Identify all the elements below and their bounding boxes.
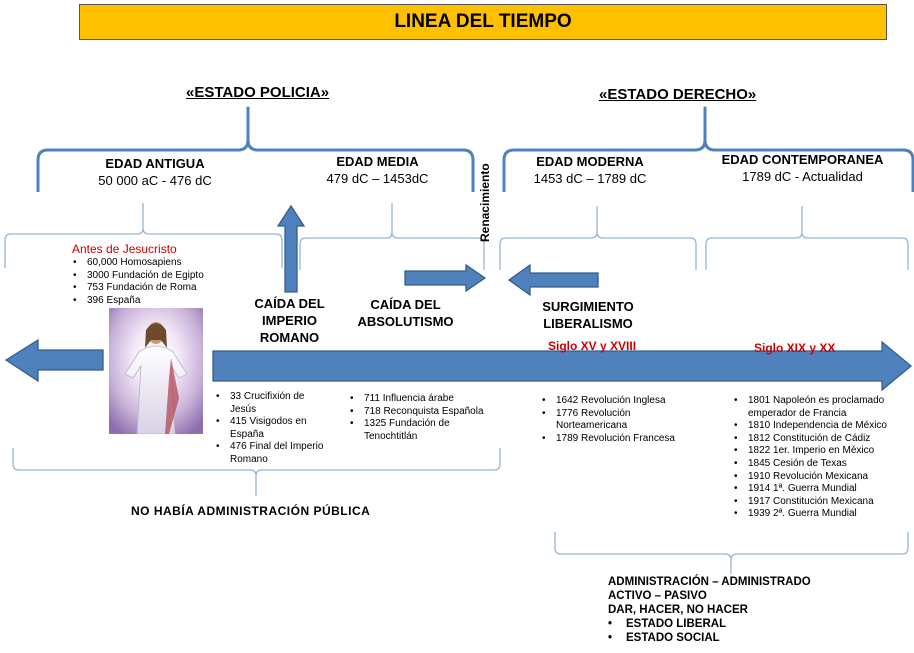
century-xv-xviii: Siglo XV y XVIII: [548, 339, 637, 353]
heading-estado-derecho: «ESTADO DERECHO»: [599, 86, 757, 103]
admin-line: ADMINISTRACIÓN – ADMINISTRADO: [608, 576, 811, 588]
century-xix-xx: Siglo XIX y XX: [754, 341, 836, 355]
brace-bottom-right: [554, 532, 909, 574]
list-item: 1914 1ª. Guerra Mundial: [733, 483, 905, 496]
antes-jesucristo-list: 60,000 Homosapiens 3000 Fundación de Egi…: [72, 257, 252, 307]
arrow-up-caida-imperio: [276, 204, 306, 293]
era-contemporanea-name: EDAD CONTEMPORANEA: [721, 152, 884, 167]
timeline-arrow-right: [212, 340, 913, 392]
list-item: 1325 Fundación de Tenochtitlán: [349, 418, 499, 443]
era-moderna: EDAD MODERNA 1453 dC – 1789 dC: [505, 154, 675, 186]
timeline-arrow-left: [4, 338, 104, 383]
list-item: 33 Crucifixión de Jesús: [215, 391, 333, 416]
administracion-block: ADMINISTRACIÓN – ADMINISTRADO ACTIVO – P…: [608, 575, 838, 645]
event-line: LIBERALISMO: [543, 316, 633, 331]
list-item: 1939 2ª. Guerra Mundial: [733, 508, 905, 521]
arrow-left-surgimiento: [507, 263, 599, 297]
list-item: 753 Fundación de Roma: [72, 282, 252, 295]
event-line: SURGIMIENTO: [542, 299, 634, 314]
list-item: 476 Final del Imperio Romano: [215, 441, 333, 466]
admin-line: DAR, HACER, NO HACER: [608, 604, 748, 616]
antes-jesucristo-block: Antes de Jesucristo 60,000 Homosapiens 3…: [72, 242, 252, 307]
list-item: 3000 Fundación de Egipto: [72, 270, 252, 283]
era-moderna-name: EDAD MODERNA: [536, 154, 644, 169]
renacimiento-label: Renacimiento: [478, 163, 492, 242]
era-media-range: 479 dC – 1453dC: [326, 171, 429, 186]
event-line: CAÍDA DEL: [254, 296, 325, 311]
caida-imperio-romano-label: CAÍDA DEL IMPERIO ROMANO: [247, 295, 332, 346]
list-item: 1801 Napoleón es proclamado emperador de…: [733, 395, 905, 420]
era-moderna-range: 1453 dC – 1789 dC: [533, 171, 647, 186]
heading-estado-policia: «ESTADO POLICIA»: [186, 84, 330, 101]
event-line: IMPERIO: [262, 313, 317, 328]
era-contemporanea-range: 1789 dC - Actualidad: [742, 169, 863, 184]
jesus-image: [109, 308, 203, 434]
list-item: 1812 Constitución de Cádiz: [733, 433, 905, 446]
admin-bullet: ESTADO LIBERAL: [608, 617, 838, 631]
page-title: LINEA DEL TIEMPO: [79, 4, 887, 40]
caida-absolutismo-label: CAÍDA DEL ABSOLUTISMO: [348, 296, 463, 330]
era-antigua-name: EDAD ANTIGUA: [105, 156, 205, 171]
brace-edad-contemporanea: [705, 206, 909, 270]
surgimiento-liberalismo-label: SURGIMIENTO LIBERALISMO: [533, 298, 643, 332]
list-item: 1822 1er. Imperio en México: [733, 445, 905, 458]
era-antigua-range: 50 000 aC - 476 dC: [98, 173, 212, 188]
era-media-name: EDAD MEDIA: [336, 154, 419, 169]
event-line: ABSOLUTISMO: [357, 314, 454, 329]
events-contemporanea-list: 1801 Napoleón es proclamado emperador de…: [733, 395, 905, 521]
events-moderna-list: 1642 Revolución Inglesa 1776 Revolución …: [541, 395, 691, 445]
list-item: 1789 Revolución Francesa: [541, 433, 691, 446]
list-item: 1810 Independencia de México: [733, 420, 905, 433]
list-item: 718 Reconquista Española: [349, 406, 499, 419]
list-item: 1642 Revolución Inglesa: [541, 395, 691, 408]
list-item: 1776 Revolución Norteamericana: [541, 408, 691, 433]
list-item: 415 Visigodos en España: [215, 416, 333, 441]
brace-edad-moderna: [499, 206, 697, 270]
event-line: ROMANO: [259, 330, 320, 345]
era-contemporanea: EDAD CONTEMPORANEA 1789 dC - Actualidad: [710, 152, 895, 184]
admin-line: ACTIVO – PASIVO: [608, 590, 707, 602]
list-item: 1917 Constitución Mexicana: [733, 496, 905, 509]
list-item: 60,000 Homosapiens: [72, 257, 252, 270]
arrow-right-absolutismo: [404, 263, 487, 293]
brace-estado-policia: [36, 106, 475, 192]
brace-edad-antigua: [4, 203, 283, 268]
admin-bullet: ESTADO SOCIAL: [608, 631, 838, 645]
brace-bottom-left: [12, 448, 501, 496]
list-item: 1845 Cesión de Texas: [733, 458, 905, 471]
list-item: 396 España: [72, 295, 252, 308]
brace-estado-derecho: [502, 106, 914, 192]
era-antigua: EDAD ANTIGUA 50 000 aC - 476 dC: [60, 156, 250, 188]
list-item: 711 Influencia árabe: [349, 393, 499, 406]
events-roma-list: 33 Crucifixión de Jesús 415 Visigodos en…: [215, 391, 333, 467]
antes-jesucristo-title: Antes de Jesucristo: [72, 242, 177, 256]
era-media: EDAD MEDIA 479 dC – 1453dC: [300, 154, 455, 186]
brace-edad-media: [299, 203, 485, 270]
event-line: CAÍDA DEL: [370, 297, 441, 312]
list-item: 1910 Revolución Mexicana: [733, 471, 905, 484]
bottom-note: NO HABÍA ADMINISTRACIÓN PÚBLICA: [131, 504, 371, 518]
events-media-list: 711 Influencia árabe 718 Reconquista Esp…: [349, 393, 499, 443]
